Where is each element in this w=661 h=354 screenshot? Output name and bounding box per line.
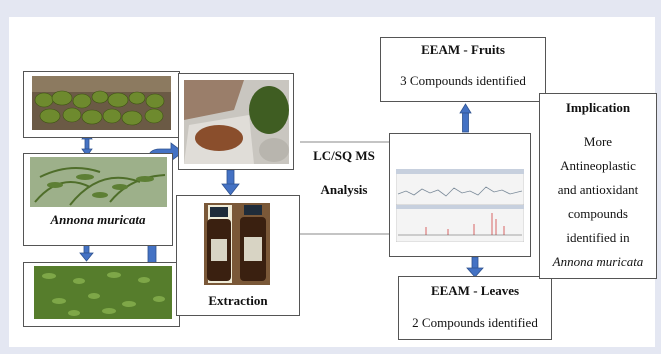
fruits-title: EEAM - Fruits xyxy=(421,42,505,57)
leaves-result-box xyxy=(398,276,552,340)
plant-photo xyxy=(30,157,167,207)
analysis-label-line1: LC/SQ MS xyxy=(313,148,375,163)
fruits-photo xyxy=(32,76,171,130)
implication-title: Implication xyxy=(565,100,631,115)
implication-line4: compounds xyxy=(568,206,628,221)
analysis-fruits-arrow xyxy=(459,103,472,133)
leaves-photo xyxy=(34,266,172,319)
implication-line3: and antioxidant xyxy=(557,182,639,197)
implication-line6: Annona muricata xyxy=(552,254,644,269)
fruits-result: 3 Compounds identified xyxy=(400,73,526,88)
extract-bottles-photo xyxy=(204,203,270,285)
leaves-title: EEAM - Leaves xyxy=(430,283,520,298)
analysis-leaves-arrow xyxy=(466,256,484,278)
implication-line1: More xyxy=(583,134,613,149)
fruits-result-box xyxy=(380,37,546,102)
implication-line5: identified in xyxy=(566,230,630,245)
leaves-result: 2 Compounds identified xyxy=(412,315,538,330)
implication-box xyxy=(539,93,657,279)
extraction-label: Extraction xyxy=(208,293,268,308)
chromatogram-image xyxy=(396,169,524,242)
powder-extraction-arrow xyxy=(221,169,240,196)
implication-line2: Antineoplastic xyxy=(560,158,636,173)
analysis-label-line2: Analysis xyxy=(320,182,368,197)
ground-powder-photo xyxy=(184,80,289,164)
species-label: Annona muricata xyxy=(50,212,146,227)
